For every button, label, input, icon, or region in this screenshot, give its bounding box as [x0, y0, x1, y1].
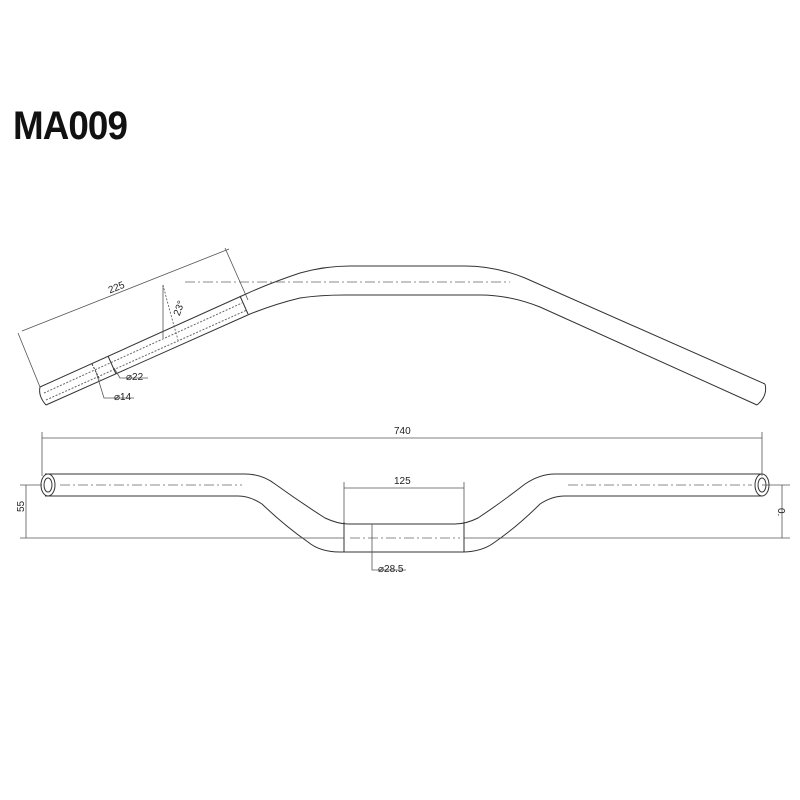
leader-28-5 [371, 524, 406, 571]
dim-line-225 [21, 248, 230, 332]
dim-label-dia-22: ⌀22 [126, 372, 144, 383]
grip-inner-line-lower [45, 309, 248, 401]
bar-left-end-inner [43, 477, 53, 493]
front-view [40, 473, 770, 553]
bar-profile-upper-line [39, 265, 766, 388]
dim-label-225: 225 [107, 280, 127, 297]
leader-14 [95, 371, 134, 399]
section-mark-22 [107, 355, 117, 375]
leader-22 [113, 367, 148, 379]
bar-front-lower-line [45, 495, 762, 553]
bar-front-upper-line [45, 473, 762, 525]
grip-inner-line-upper [43, 302, 243, 394]
grip-end-line [239, 295, 249, 315]
dim-label-740: 740 [394, 426, 411, 437]
front-view-dimensions [20, 432, 790, 571]
dim-label-dia-28-5: ⌀28.5 [378, 564, 404, 575]
part-number-title: MA009 [13, 104, 128, 148]
bar-profile-left-end [39, 386, 47, 406]
dim-label-125: 125 [394, 476, 411, 487]
top-view [39, 265, 767, 406]
dim-label-dia-14: ⌀14 [114, 392, 132, 403]
dim-label-angle: 23° [172, 299, 188, 317]
top-view-dimensions [17, 247, 249, 399]
angle-arc [162, 284, 179, 341]
bar-profile-right-end [756, 383, 767, 406]
dim-label-55: 55 [16, 500, 27, 512]
bar-profile-lower-line [45, 294, 758, 406]
bar-left-end-outer [40, 473, 56, 497]
dim-label-pullback: 0. [775, 508, 786, 516]
